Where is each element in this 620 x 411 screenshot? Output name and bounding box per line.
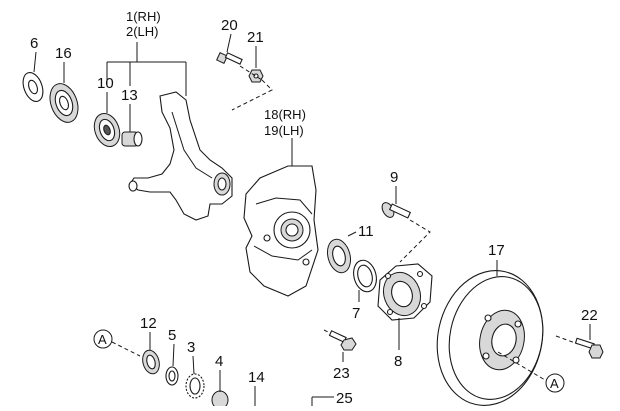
part-7-snap-ring — [353, 259, 377, 293]
callout-1-rh: 1(RH) — [126, 9, 161, 24]
part-13-bushing — [121, 131, 143, 147]
callout-7: 7 — [352, 305, 360, 322]
reference-a-left-label: A — [98, 332, 107, 347]
part-23-bolt — [323, 329, 357, 351]
part-1-2-steering-knuckle — [128, 91, 233, 221]
callout-4: 4 — [215, 353, 223, 370]
reference-a-right-label: A — [550, 376, 559, 391]
callout-10: 10 — [97, 75, 114, 92]
part-5-ring — [165, 366, 179, 386]
part-4-cap — [211, 390, 229, 410]
leader-6 — [33, 51, 37, 73]
reference-a-right: A — [545, 373, 565, 393]
part-21-nut — [248, 69, 264, 83]
part-16-seal — [49, 83, 79, 123]
part-8-hub — [377, 263, 433, 321]
callout-22: 22 — [581, 307, 598, 324]
callout-5: 5 — [168, 327, 176, 344]
dash-line-9 — [399, 219, 431, 263]
callout-23: 23 — [333, 365, 350, 382]
callout-11: 11 — [358, 223, 374, 240]
part-20-bolt — [216, 52, 243, 65]
leader-3 — [192, 355, 195, 375]
callout-17: 17 — [488, 242, 505, 259]
part-17-brake-disc — [436, 270, 544, 406]
callout-3: 3 — [187, 339, 195, 356]
callout-13: 13 — [121, 87, 138, 104]
part-11-oil-seal — [326, 238, 352, 274]
dash-line-a-left — [111, 341, 141, 357]
part-10-bearing — [93, 113, 121, 147]
part-3-gear-ring — [185, 373, 205, 399]
part-18-19-dust-shield — [243, 165, 319, 297]
dash-line-21 — [231, 79, 273, 111]
callout-19-lh: 19(LH) — [264, 123, 304, 138]
callout-21: 21 — [247, 29, 264, 46]
part-9-wheel-bolt — [381, 202, 412, 219]
leader-20 — [226, 33, 232, 53]
callout-8: 8 — [394, 353, 402, 370]
part-6-washer — [22, 72, 44, 102]
callout-6: 6 — [30, 35, 38, 52]
part-22-screw — [555, 335, 604, 359]
callout-25: 25 — [336, 390, 353, 406]
dash-line-a-right — [497, 351, 546, 381]
part-12-bearing — [142, 349, 160, 375]
callout-16: 16 — [55, 45, 72, 62]
callout-14: 14 — [248, 369, 265, 386]
callout-2-lh: 2(LH) — [126, 24, 159, 39]
leader-11 — [347, 231, 357, 237]
leader-5 — [172, 343, 175, 367]
callout-9: 9 — [390, 169, 398, 186]
callout-18-rh: 18(RH) — [264, 107, 306, 122]
callout-12: 12 — [140, 315, 157, 332]
callout-20: 20 — [221, 17, 238, 34]
reference-a-left: A — [93, 329, 113, 349]
